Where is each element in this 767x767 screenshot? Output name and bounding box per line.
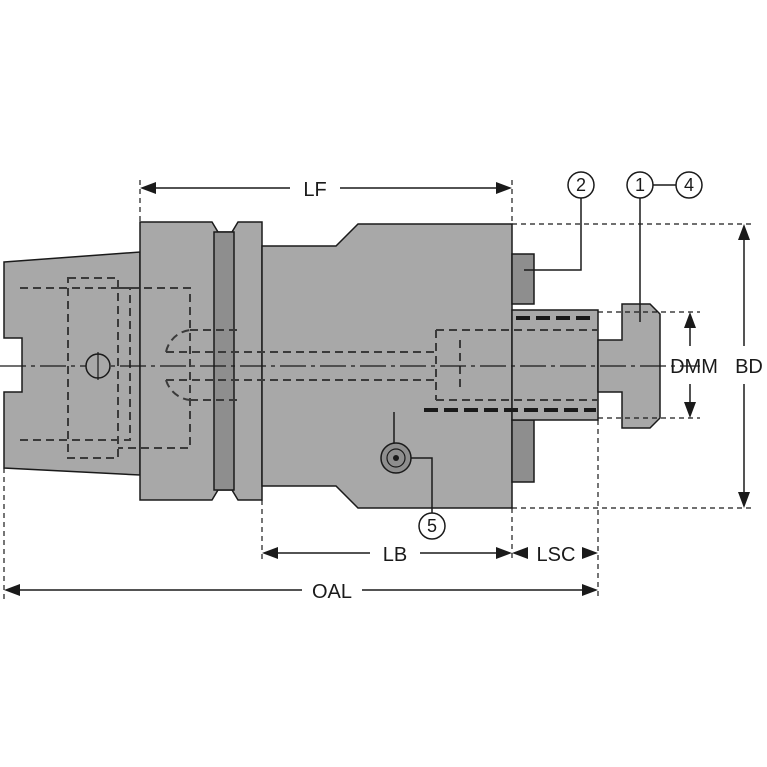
hidden-taper-cavity — [20, 287, 131, 441]
dim-lsc-arrow-left — [512, 547, 528, 559]
dim-lsc-label: LSC — [537, 544, 576, 566]
dim-bd-arrow-bottom — [738, 492, 750, 508]
dim-dmm-arrow-bottom — [684, 402, 696, 418]
clamp-screw-center — [393, 455, 399, 461]
flange-groove — [213, 231, 235, 491]
dim-lb-label: LB — [383, 544, 407, 566]
callout-4-bubble — [675, 171, 703, 199]
dim-bd-arrow-top — [738, 224, 750, 240]
shrink-sleeve — [511, 309, 599, 421]
dim-dmm-arrow-top — [684, 312, 696, 328]
hidden-coolant-bore — [166, 351, 436, 381]
callout-1-label: 1 — [635, 175, 645, 195]
dim-lb-arrow-right — [496, 547, 512, 559]
drive-key-bottom — [511, 419, 535, 483]
dim-oal-arrow-left — [4, 584, 20, 596]
dim-lsc-arrow-right — [582, 547, 598, 559]
dim-lf-label: LF — [303, 179, 326, 201]
callout-4-label: 4 — [684, 175, 694, 195]
dim-bd-label: BD — [735, 356, 763, 378]
dim-lf-arrow-right — [496, 182, 512, 194]
dim-lf-arrow-left — [140, 182, 156, 194]
hidden-shrink-bore — [435, 329, 598, 401]
drive-key-top — [511, 253, 535, 305]
callout-5-label: 5 — [427, 516, 437, 536]
clamp-screw-ring — [386, 448, 406, 468]
hidden-inner-cavity — [67, 277, 119, 459]
dim-dmm-label: DMM — [670, 356, 718, 378]
dim-oal-arrow-right — [582, 584, 598, 596]
flange-collar — [139, 221, 263, 501]
callout-2-leader — [524, 198, 582, 271]
callout-5-leader — [411, 457, 433, 513]
dim-lb-arrow-left — [262, 547, 278, 559]
dim-oal-label: OAL — [312, 581, 352, 603]
callout-2-label: 2 — [576, 175, 586, 195]
taper-shank — [3, 251, 141, 476]
hidden-drawbar-pocket — [118, 287, 191, 449]
tool-shank — [597, 303, 661, 429]
